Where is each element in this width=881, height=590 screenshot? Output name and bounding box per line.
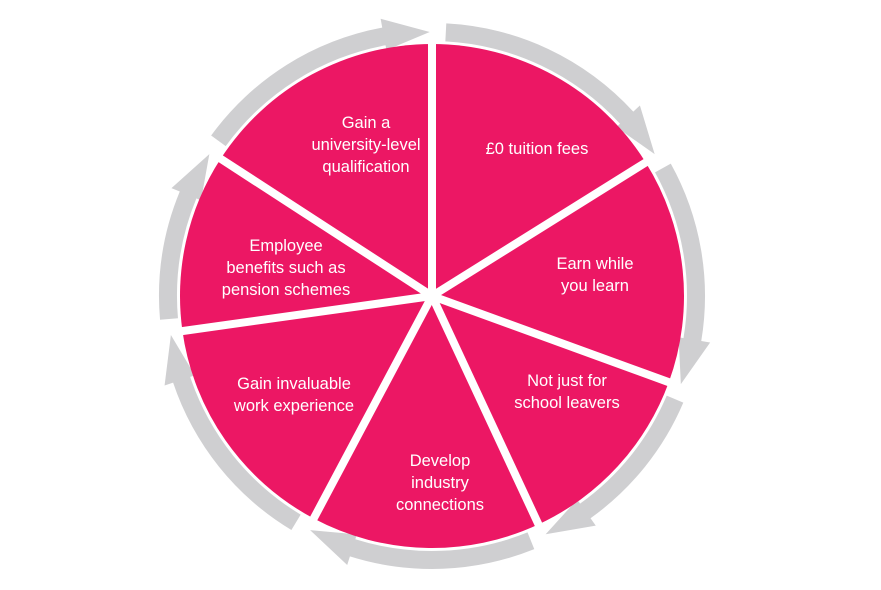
segment-divider [177,292,433,336]
segment-wedge [182,296,432,519]
segment-label-line: school leavers [514,394,619,412]
segment-label-line: university-level [311,136,420,154]
segment-label: £0 tuition fees [486,140,589,158]
segment-label-line: pension schemes [222,281,350,299]
segment-label-line: work experience [233,397,354,415]
cycle-arrow [545,395,684,535]
segment-dividers [177,40,674,530]
cycle-arrow [211,18,430,147]
segment-label-line: connections [396,496,484,514]
segment-labels: Gain a university-level qualification £0 tu… [222,114,634,514]
segment-wedge [220,44,432,296]
segment-label-line: Earn while [556,255,633,273]
segment-label: Employee benefits such as pension schemes [222,237,350,299]
segment-label-line: Employee [249,237,322,255]
center-hub [425,289,439,303]
segment-label: Not just for school leavers [514,372,619,412]
segment-wedge [432,296,669,525]
segment-wedges [180,44,684,549]
cycle-arrow [310,530,535,570]
segment-divider [428,294,544,530]
segment-divider [429,156,652,300]
segment-label: Develop industry connections [396,452,484,514]
segment-divider [430,292,674,388]
segment-label-line: industry [411,474,470,492]
segment-label: Earn while you learn [556,255,633,295]
segment-label-line: Gain invaluable [237,375,351,393]
segment-wedge [432,162,684,383]
segment-label-line: Gain a [342,114,391,132]
cycle-arrow [445,23,655,155]
segment-divider [308,294,436,524]
cycle-arrow [655,163,711,385]
segment-label-line: benefits such as [226,259,345,277]
cycle-arrow [159,154,210,320]
segment-label-line: you learn [561,277,629,295]
segment-wedge [313,296,539,549]
segment-label-line: qualification [322,158,409,176]
segment-wedge [432,44,646,296]
segment-wedge [180,158,432,332]
segment-label: Gain a university-level qualification [311,114,420,176]
segment-label: Gain invaluable work experience [233,375,354,415]
cycle-arrow-ring [159,18,711,570]
segment-label-line: Not just for [527,372,607,390]
segment-divider [215,153,435,300]
segment-label-line: Develop [410,452,471,470]
segment-label-line: £0 tuition fees [486,140,589,158]
cycle-arrow [164,335,301,531]
